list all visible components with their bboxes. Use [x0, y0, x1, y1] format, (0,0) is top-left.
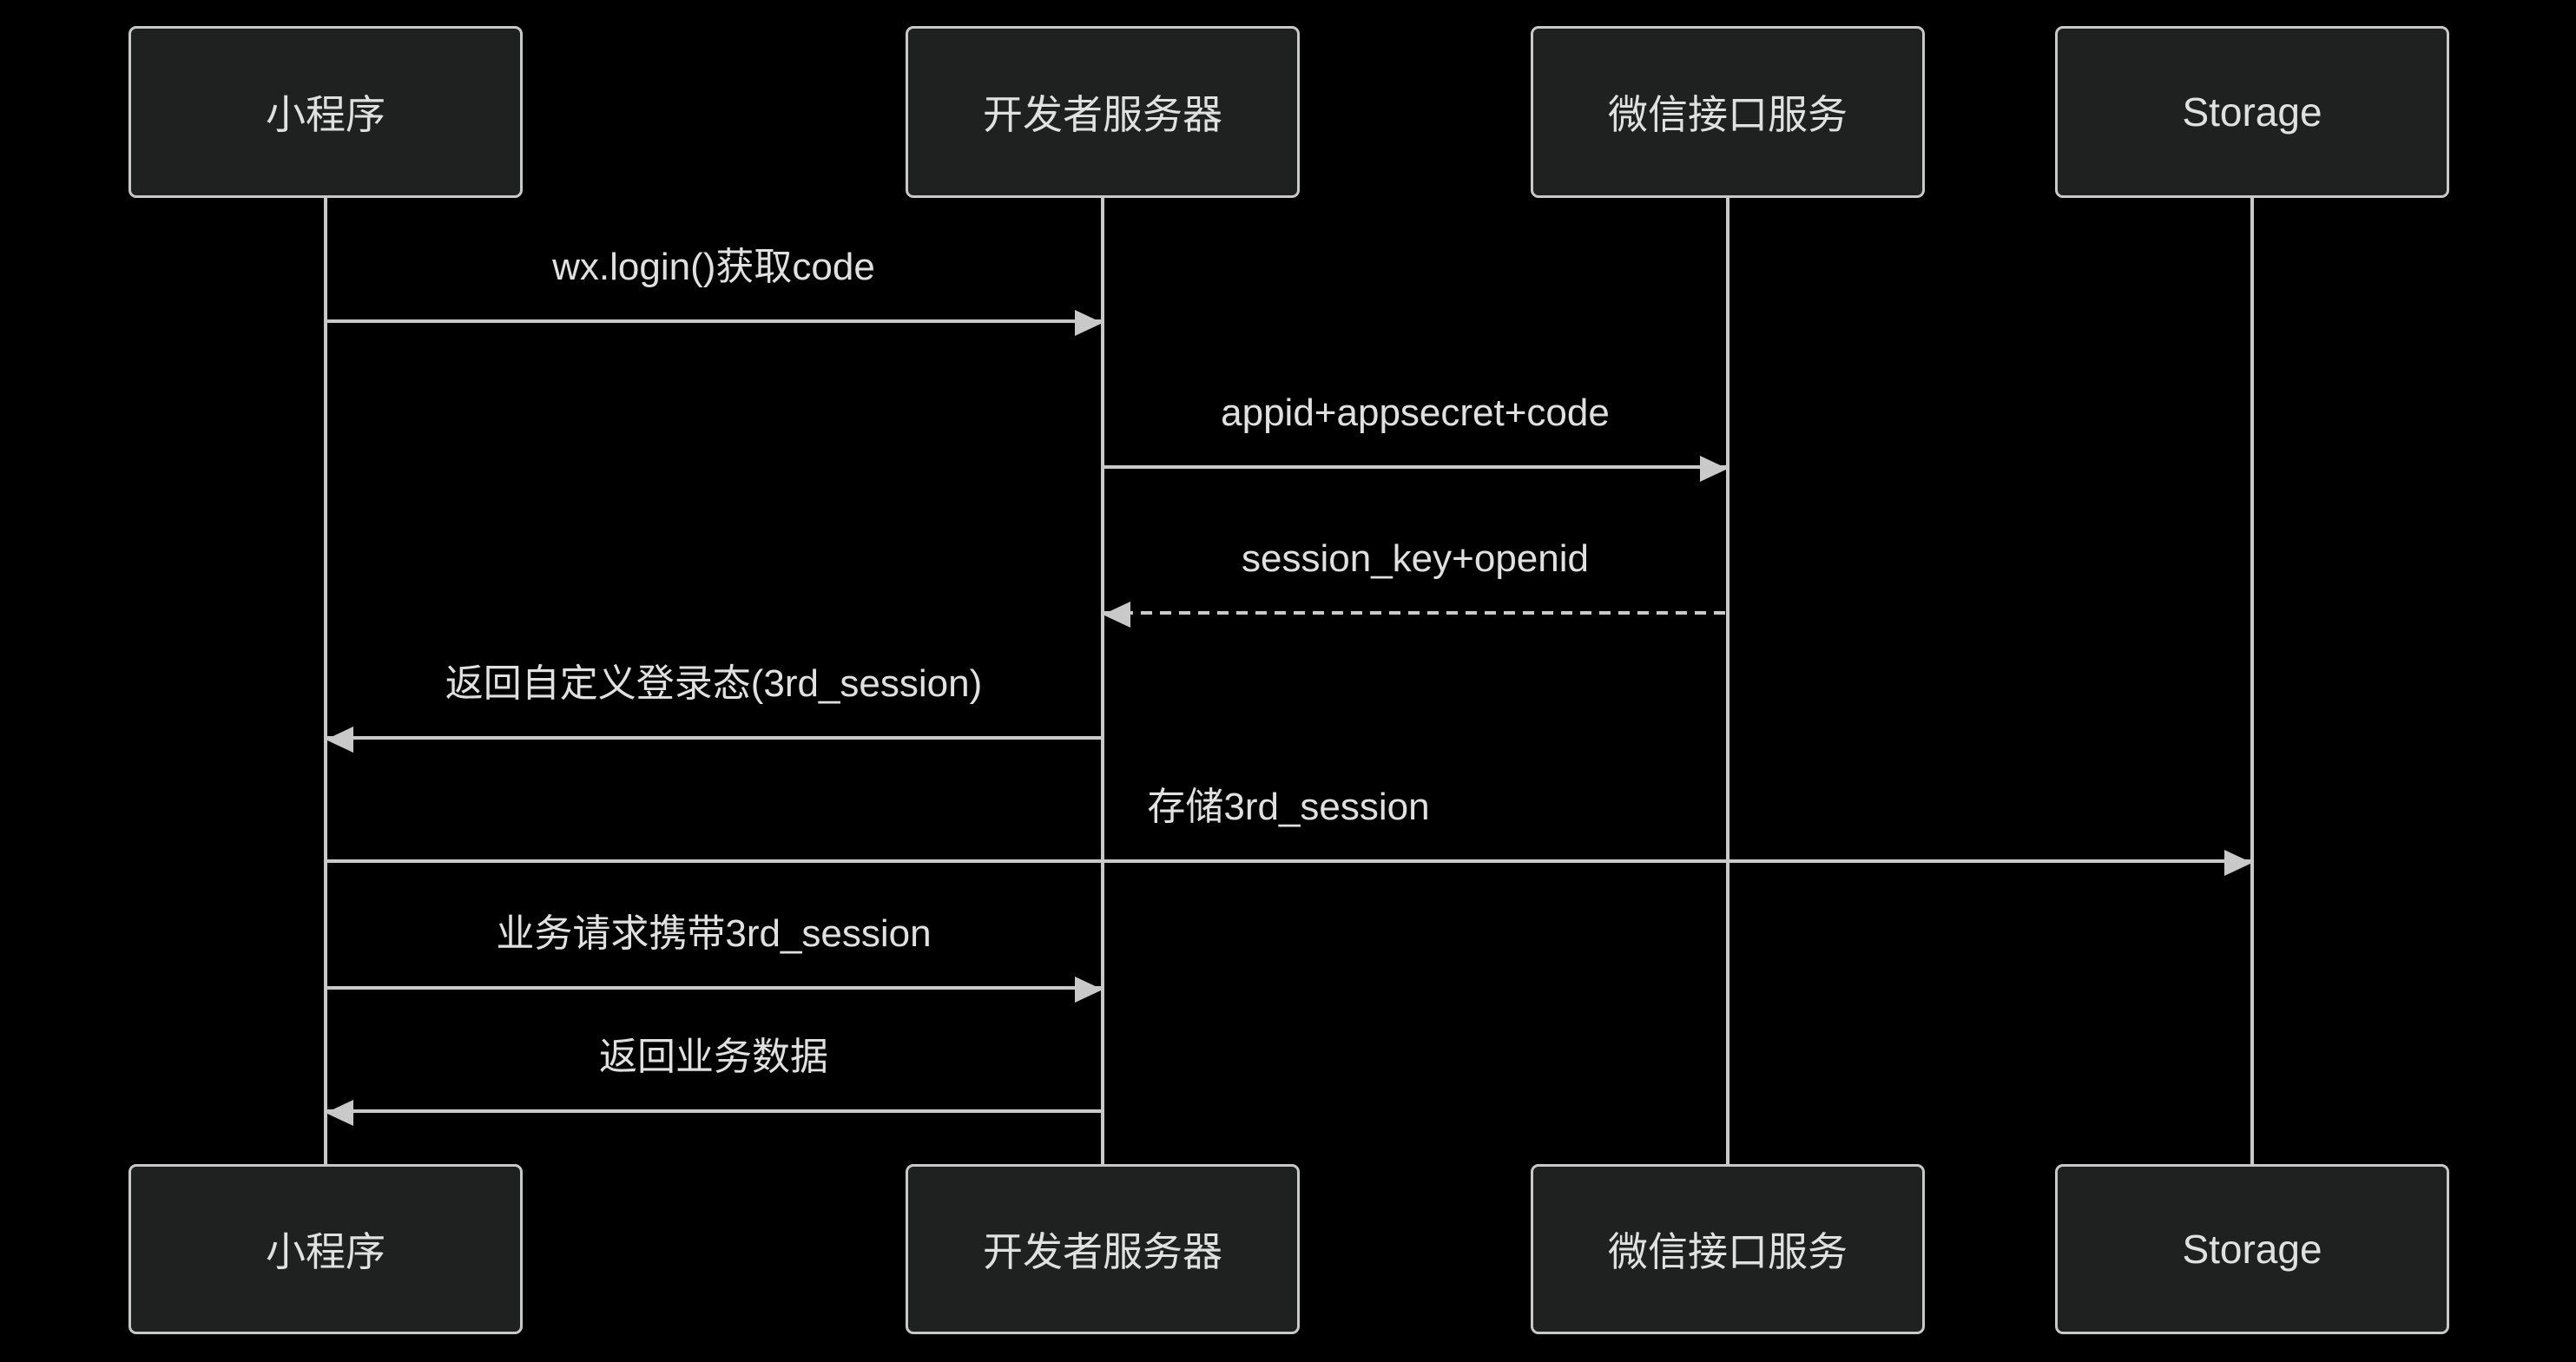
actor-bottom-mini-program: 小程序	[128, 1164, 523, 1334]
actor-top-storage: Storage	[2055, 26, 2449, 198]
arrowhead-right-icon	[1075, 977, 1103, 1003]
message-line	[1103, 465, 1728, 469]
actor-label: Storage	[2182, 1227, 2322, 1272]
actor-top-wechat-api: 微信接口服务	[1531, 26, 1925, 198]
arrowhead-right-icon	[2224, 850, 2252, 876]
message-label-wx-login: wx.login()获取code	[552, 246, 875, 288]
arrowhead-left-icon	[326, 727, 353, 753]
message-label-business-request: 业务请求携带3rd_session	[496, 912, 932, 955]
message-label-store-3rd-session: 存储3rd_session	[1147, 786, 1430, 828]
actor-label: 微信接口服务	[1608, 1229, 1848, 1274]
actor-bottom-storage: Storage	[2055, 1164, 2449, 1334]
arrowhead-left-icon	[326, 1100, 353, 1126]
message-label-appid-appsecret-code: appid+appsecret+code	[1221, 391, 1610, 434]
actor-top-developer-server: 开发者服务器	[906, 26, 1300, 198]
message-label-return-3rd-session: 返回自定义登录态(3rd_session)	[445, 662, 983, 705]
lifeline-developer-server	[1101, 198, 1104, 1164]
message-label-return-business-data: 返回业务数据	[599, 1036, 828, 1078]
actor-label: 开发者服务器	[983, 92, 1222, 137]
lifeline-storage	[2250, 198, 2254, 1164]
message-line	[326, 736, 1103, 740]
message-line-dashed	[1103, 611, 1728, 615]
arrowhead-right-icon	[1075, 310, 1103, 336]
actor-bottom-developer-server: 开发者服务器	[906, 1164, 1300, 1334]
actor-bottom-wechat-api: 微信接口服务	[1531, 1164, 1925, 1334]
actor-top-mini-program: 小程序	[128, 26, 523, 198]
message-line	[326, 859, 2252, 863]
actor-label: 小程序	[266, 92, 385, 137]
actor-label: Storage	[2182, 89, 2322, 135]
arrowhead-right-icon	[1700, 456, 1728, 482]
lifeline-mini-program	[324, 198, 327, 1164]
message-label-session-key-openid: session_key+openid	[1242, 537, 1589, 580]
message-line	[326, 1109, 1103, 1113]
message-line	[326, 319, 1103, 323]
actor-label: 微信接口服务	[1608, 92, 1848, 137]
arrowhead-left-icon	[1103, 602, 1130, 628]
message-line	[326, 986, 1103, 990]
actor-label: 小程序	[266, 1229, 385, 1274]
actor-label: 开发者服务器	[983, 1229, 1222, 1274]
lifeline-wechat-api	[1726, 198, 1729, 1164]
